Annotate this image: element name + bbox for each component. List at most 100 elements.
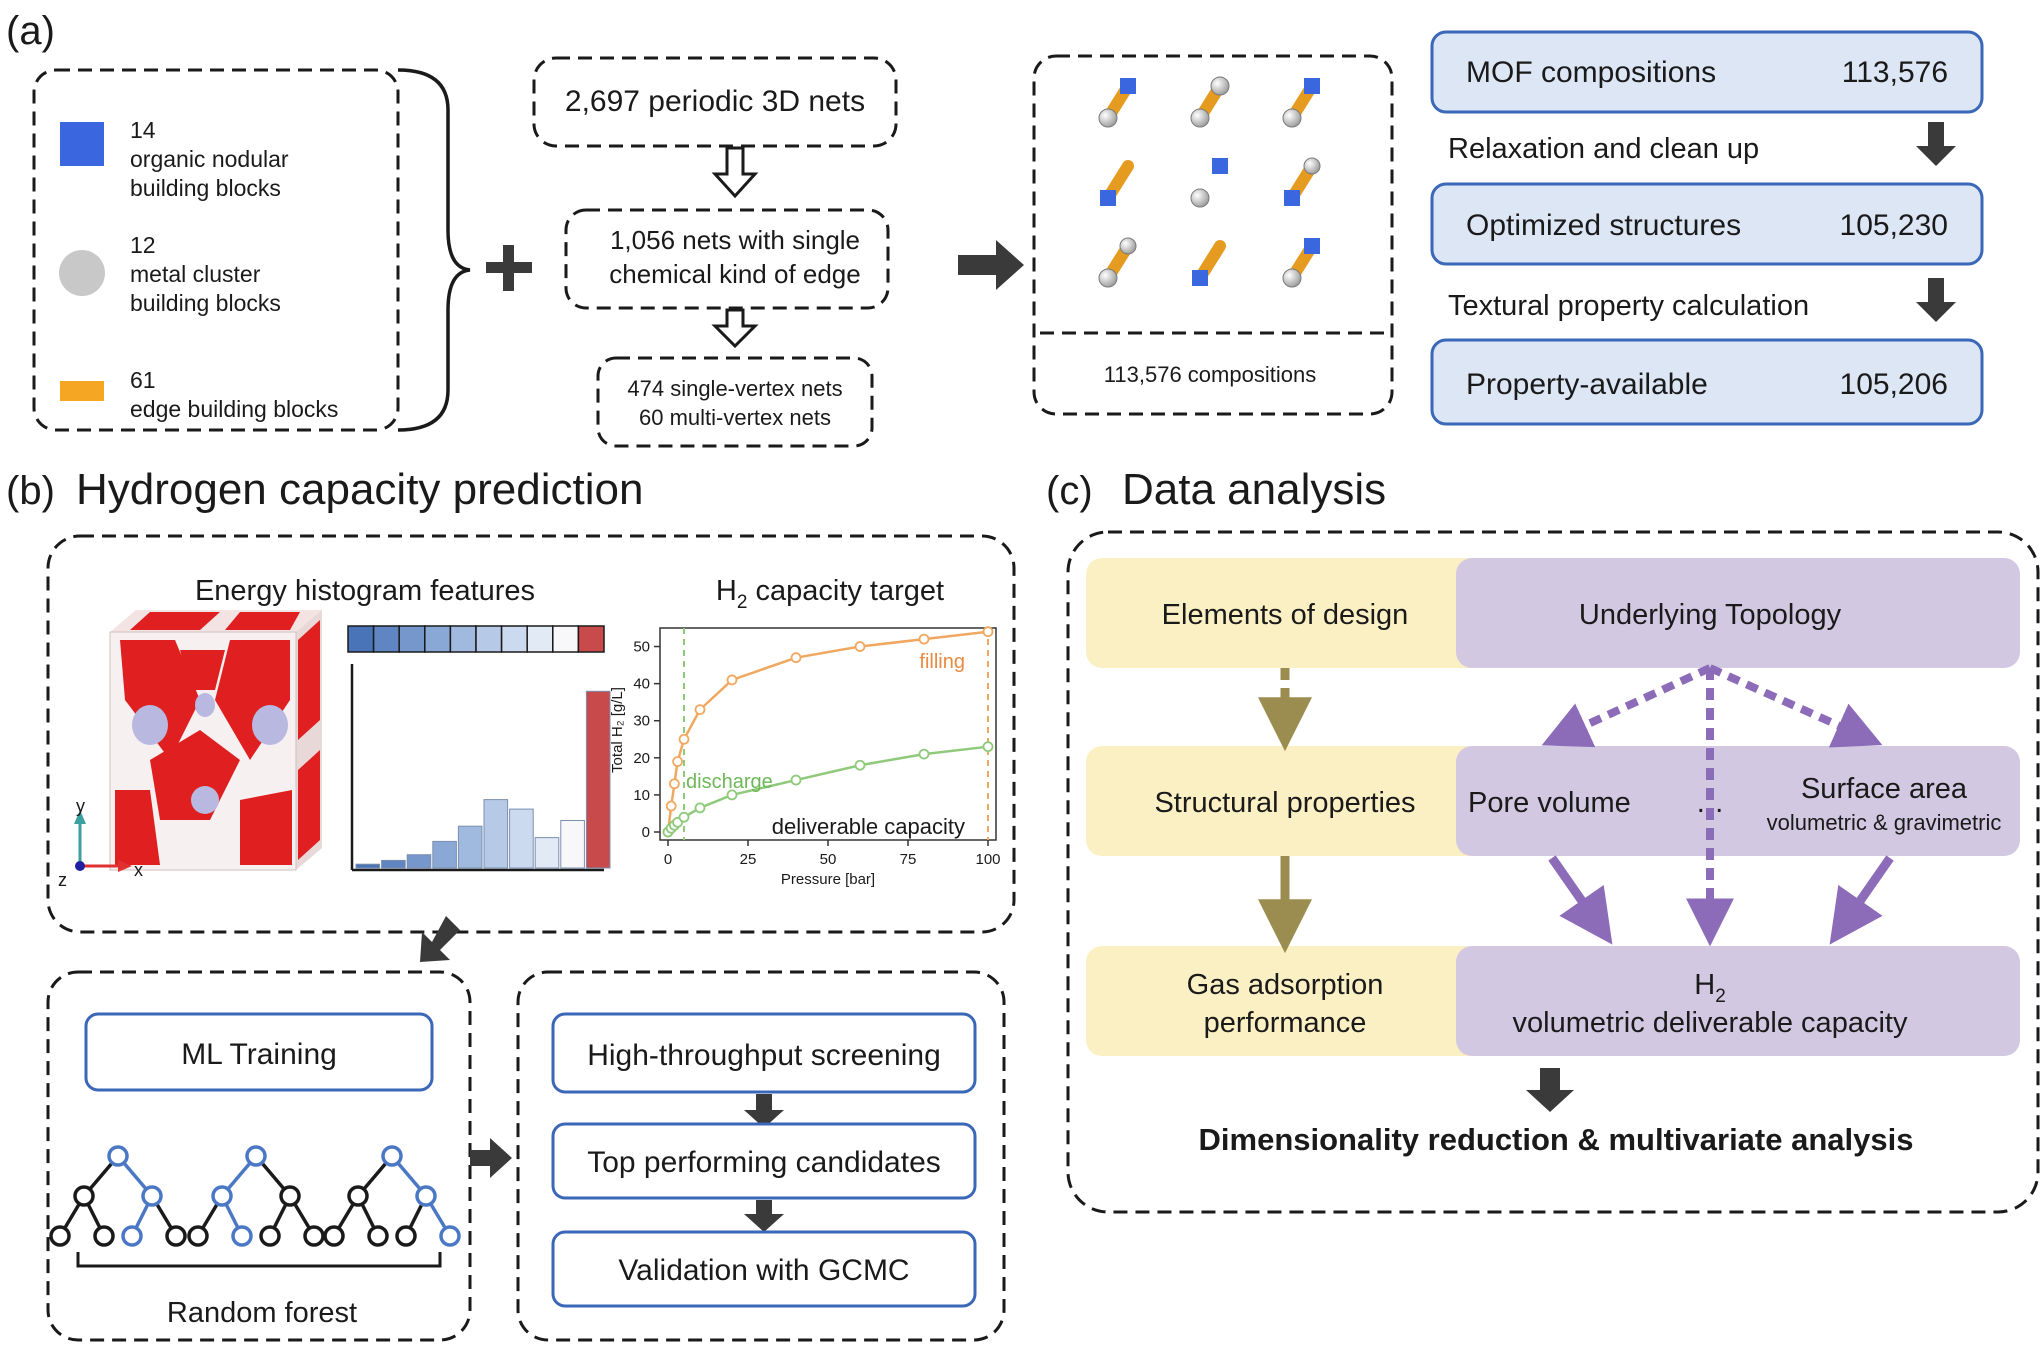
axis-x-label: x — [134, 860, 143, 880]
pipeline-value-1: 113,576 — [1842, 56, 1948, 89]
tree-node — [303, 1225, 325, 1247]
series-point-filling — [790, 652, 802, 664]
tree-node — [245, 1145, 267, 1167]
colorbar-cell — [449, 625, 477, 653]
panel-c: (c) Data analysis Elements of design Und… — [1046, 465, 2040, 1214]
pipeline-box-3 — [1430, 338, 1984, 426]
tree-node — [439, 1225, 461, 1247]
block-organic-count: 14 — [130, 117, 156, 143]
axis-z-label: z — [58, 870, 67, 890]
tree-node — [107, 1145, 129, 1167]
down-arrow-icon — [1916, 278, 1956, 322]
block-organic-line1: organic nodular — [130, 146, 289, 172]
mof-cube — [1098, 76, 1321, 288]
building-blocks-box — [32, 68, 400, 432]
colorbar-cell — [424, 625, 452, 653]
properties-cell — [1456, 746, 2020, 856]
series-point-filling — [854, 641, 866, 652]
down-arrow-icon — [744, 1200, 784, 1232]
panel-b-title: Hydrogen capacity prediction — [76, 465, 643, 514]
x-tick-label: 75 — [900, 851, 917, 868]
colorbar-cell — [526, 625, 554, 653]
filling-label: filling — [919, 651, 965, 673]
pipeline-label-1: MOF compositions — [1466, 56, 1716, 89]
y-tick-label: 10 — [633, 787, 650, 804]
colorbar-cell — [398, 625, 426, 653]
plus-icon-v — [503, 245, 514, 291]
histogram-bar — [381, 859, 406, 869]
pipeline-step-2: Textural property calculation — [1448, 290, 1809, 322]
right-arrow-icon — [958, 240, 1024, 290]
pipeline-label-2: Optimized structures — [1466, 209, 1741, 242]
down-arrow-icon — [744, 1094, 784, 1128]
surface-area-sub: volumetric & gravimetric — [1767, 810, 2002, 835]
y-tick-label: 50 — [633, 639, 650, 656]
analysis-bottom-label: Dimensionality reduction & multivariate … — [1199, 1122, 1914, 1157]
down-arrow-icon — [1526, 1068, 1574, 1112]
pipeline-step-1: Relaxation and clean up — [1448, 133, 1759, 165]
curly-brace — [397, 68, 471, 432]
deliverable-capacity-label: deliverable capacity — [772, 814, 965, 839]
tree-node — [279, 1185, 301, 1207]
panel-a: (a) 14 organic nodular building blocks 1… — [6, 9, 1984, 448]
tree-node — [187, 1225, 209, 1247]
histogram-bar — [585, 690, 611, 869]
histogram-bar — [534, 837, 560, 869]
grey-circle-icon — [59, 250, 105, 296]
series-point-discharge — [694, 802, 706, 814]
nets-total-text: 2,697 periodic 3D nets — [565, 85, 865, 118]
panel-a-label: (a) — [6, 9, 55, 53]
gas-cell — [1086, 946, 1496, 1056]
x-tick-label: 0 — [664, 851, 672, 868]
series-point-filling — [918, 633, 930, 645]
panel-b-label: (b) — [6, 469, 55, 513]
pipeline-value-2: 105,230 — [1840, 209, 1948, 242]
screening-step-2: Top performing candidates — [587, 1146, 941, 1179]
compositions-box — [1032, 54, 1394, 416]
series-point-filling — [726, 674, 738, 686]
capacity-cell — [1456, 946, 2020, 1056]
tree-node — [381, 1145, 403, 1167]
series-point-discharge — [678, 811, 690, 823]
tree-node — [415, 1185, 437, 1207]
diag-arrow-icon — [420, 916, 460, 962]
ml-training-label: ML Training — [181, 1038, 337, 1071]
panel-c-title: Data analysis — [1122, 465, 1386, 514]
random-forest-trees — [49, 1145, 461, 1247]
series-point-discharge — [726, 789, 738, 801]
tree-node — [259, 1225, 281, 1247]
histogram-bar — [406, 854, 432, 869]
series-point-filling — [672, 756, 683, 767]
series-point-discharge — [854, 759, 866, 771]
elements-label: Elements of design — [1162, 599, 1409, 631]
colorbar-cell — [500, 625, 528, 653]
screening-step-1: High-throughput screening — [587, 1039, 941, 1072]
target-title: H2 capacity target — [716, 575, 944, 613]
tree-node — [211, 1185, 233, 1207]
energy-grid-cube — [109, 610, 322, 871]
y-axis-label: Total H₂ [g/L] — [609, 687, 626, 773]
energy-colorbar — [347, 625, 605, 653]
panel-b: (b) Hydrogen capacity prediction Energy … — [6, 465, 1016, 1342]
histogram-bar — [560, 820, 585, 869]
pipeline-box-2 — [1430, 182, 1984, 266]
random-forest-label: Random forest — [167, 1297, 357, 1329]
nets-single-box — [564, 208, 890, 310]
colorbar-cell — [552, 625, 580, 653]
block-metal-line1: metal cluster — [130, 261, 261, 287]
colorbar-cell — [372, 625, 400, 653]
series-point-discharge — [982, 741, 994, 753]
h2-label: H2 — [1694, 969, 1726, 1007]
x-tick-label: 25 — [740, 851, 757, 868]
block-organic-line2: building blocks — [130, 175, 281, 201]
nets-total-box — [532, 56, 898, 148]
colorbar-cell — [577, 625, 605, 653]
structural-label: Structural properties — [1154, 787, 1415, 819]
screening-box — [516, 970, 1006, 1342]
series-point-filling — [678, 733, 690, 745]
block-metal-count: 12 — [130, 232, 156, 258]
axes-gizmo: y x z — [58, 796, 143, 890]
series-point-filling — [665, 800, 677, 812]
